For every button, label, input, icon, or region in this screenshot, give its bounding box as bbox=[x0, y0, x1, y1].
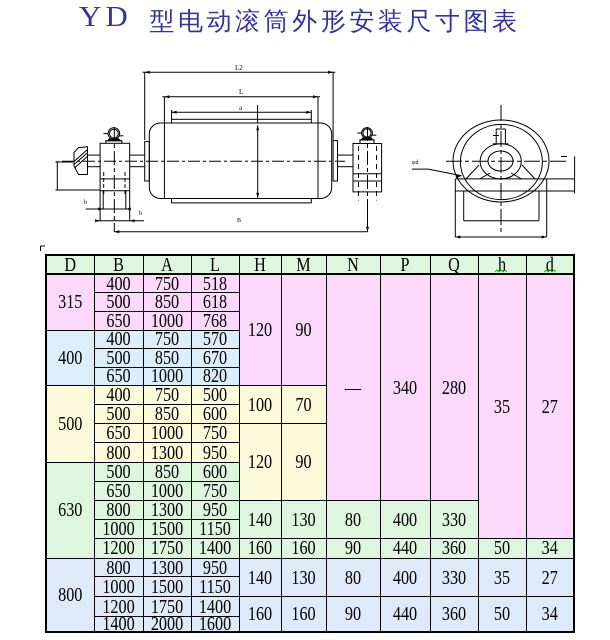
svg-text:B: B bbox=[237, 218, 241, 224]
svg-text:a: a bbox=[239, 104, 243, 112]
svg-text:b: b bbox=[139, 211, 142, 217]
svg-text:L2: L2 bbox=[235, 64, 243, 72]
svg-text:b: b bbox=[84, 200, 87, 206]
svg-text:φd: φd bbox=[412, 160, 418, 166]
svg-text:L: L bbox=[239, 88, 243, 96]
